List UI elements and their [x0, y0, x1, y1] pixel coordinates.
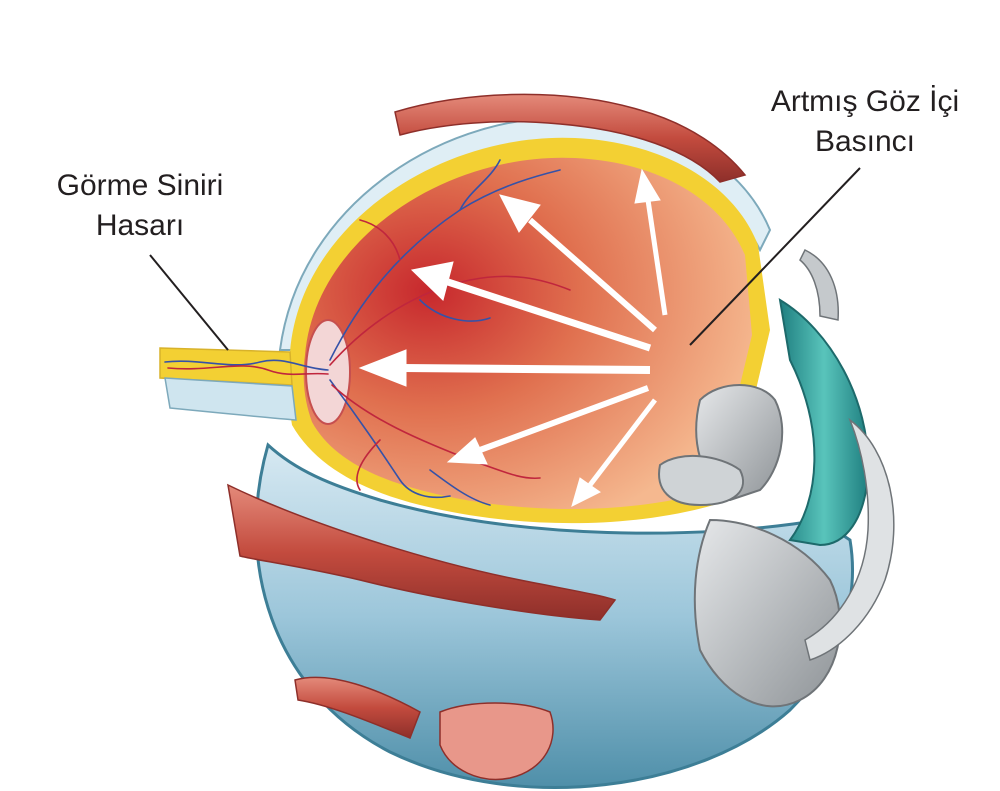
arrow-head — [446, 437, 488, 465]
retinal-blood-vessels — [164, 159, 571, 506]
optic-nerve-damage-line-1: Görme Siniri — [56, 169, 224, 202]
optic-nerve-callout-line — [149, 254, 229, 351]
pressure-arrows — [358, 168, 668, 507]
lens — [658, 454, 745, 507]
increased-pressure-label: Artmış Göz İçi Basıncı — [740, 82, 990, 162]
superior-rectus-muscle — [394, 93, 747, 183]
arrow-head — [358, 349, 407, 387]
optic-nerve-damage-line-2: Hasarı — [95, 209, 185, 242]
arrow-head — [410, 261, 454, 301]
eyelid-edge — [799, 249, 839, 321]
arrow-head — [571, 477, 601, 507]
inferior-oblique-muscle — [294, 676, 421, 739]
increased-pressure-line-2: Basıncı — [814, 125, 916, 158]
lateral-rectus-muscle — [227, 483, 617, 621]
optic-nerve-damage-label: Görme Siniri Hasarı — [20, 166, 260, 246]
arrow-head — [634, 168, 661, 204]
optic-nerve-sheath — [164, 377, 297, 421]
inferior-rectus-muscle — [439, 702, 554, 781]
increased-pressure-line-1: Artmış Göz İçi — [770, 85, 960, 118]
arrow-head — [499, 194, 541, 233]
anterior-chamber-wall — [804, 417, 895, 661]
ciliary-body-lower — [693, 518, 841, 708]
pressure-callout-line — [689, 167, 861, 346]
cornea — [778, 298, 870, 547]
optic-disc — [305, 319, 351, 425]
